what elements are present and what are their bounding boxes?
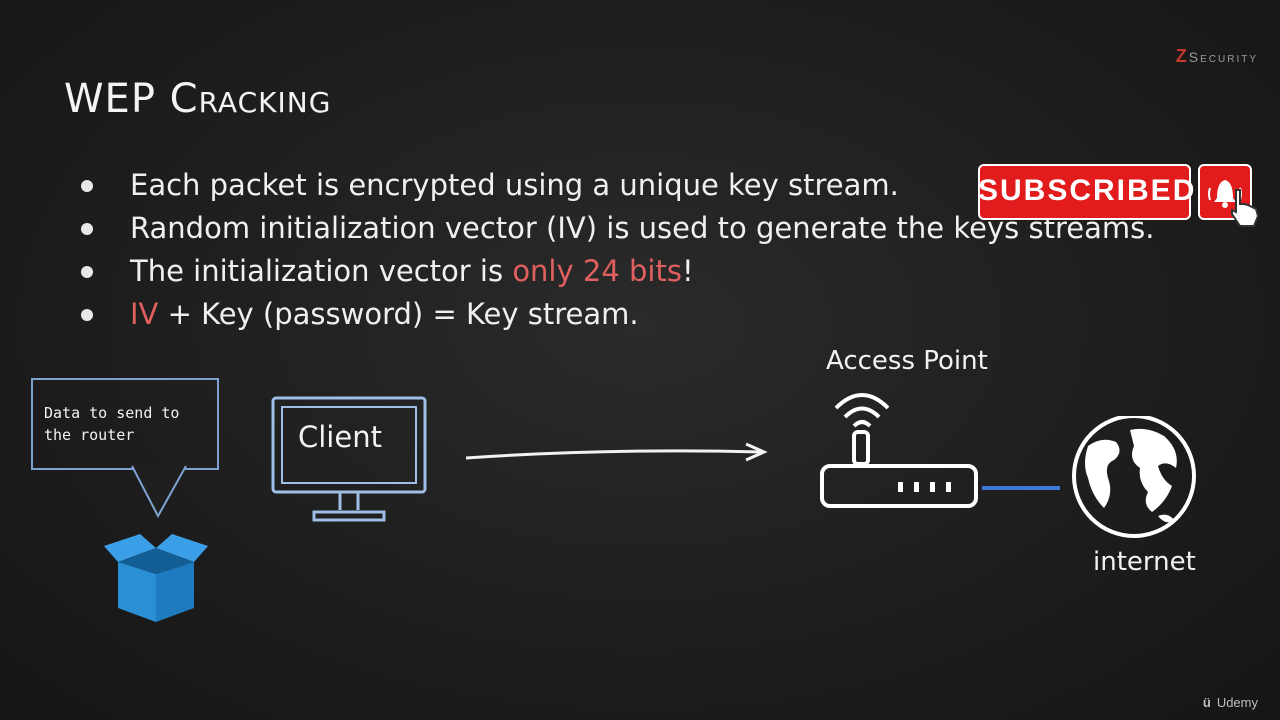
bubble-tail xyxy=(131,464,187,519)
bullet-dot xyxy=(81,266,93,278)
transmission-arrow xyxy=(465,442,768,462)
globe-icon xyxy=(1072,416,1196,538)
bullet-item: The initialization vector is only 24 bit… xyxy=(74,250,1154,293)
highlight-text: IV xyxy=(130,297,159,331)
subscribe-button[interactable]: SUBSCRIBED xyxy=(978,164,1197,220)
highlight-text: only 24 bits xyxy=(512,254,682,288)
bubble-text: Data to send to the router xyxy=(44,404,180,444)
brand-logo: ZSecurity xyxy=(1176,46,1258,67)
bullet-dot xyxy=(81,180,93,192)
client-monitor-icon xyxy=(271,396,427,522)
access-point-label: Access Point xyxy=(826,346,988,376)
bullet-dot xyxy=(81,309,93,321)
brand-logo-z: Z xyxy=(1175,46,1189,66)
internet-label: internet xyxy=(1093,547,1196,577)
data-speech-bubble: Data to send to the router xyxy=(31,378,219,470)
client-label: Client xyxy=(298,420,382,454)
subscribe-label: SUBSCRIBED xyxy=(978,174,1197,207)
network-link-line xyxy=(982,486,1060,490)
bullet-item: Each packet is encrypted using a unique … xyxy=(74,164,1154,207)
router-icon xyxy=(820,393,978,508)
bullet-dot xyxy=(81,223,93,235)
hand-pointer-icon xyxy=(1231,189,1260,227)
brand-logo-name: Security xyxy=(1188,49,1258,65)
notification-bell-button[interactable] xyxy=(1198,164,1260,227)
slide-title: WEP Cracking xyxy=(64,76,332,122)
bullet-item: IV + Key (password) = Key stream. xyxy=(74,293,1154,336)
package-box-icon xyxy=(104,534,208,622)
udemy-icon: ü xyxy=(1202,695,1211,710)
